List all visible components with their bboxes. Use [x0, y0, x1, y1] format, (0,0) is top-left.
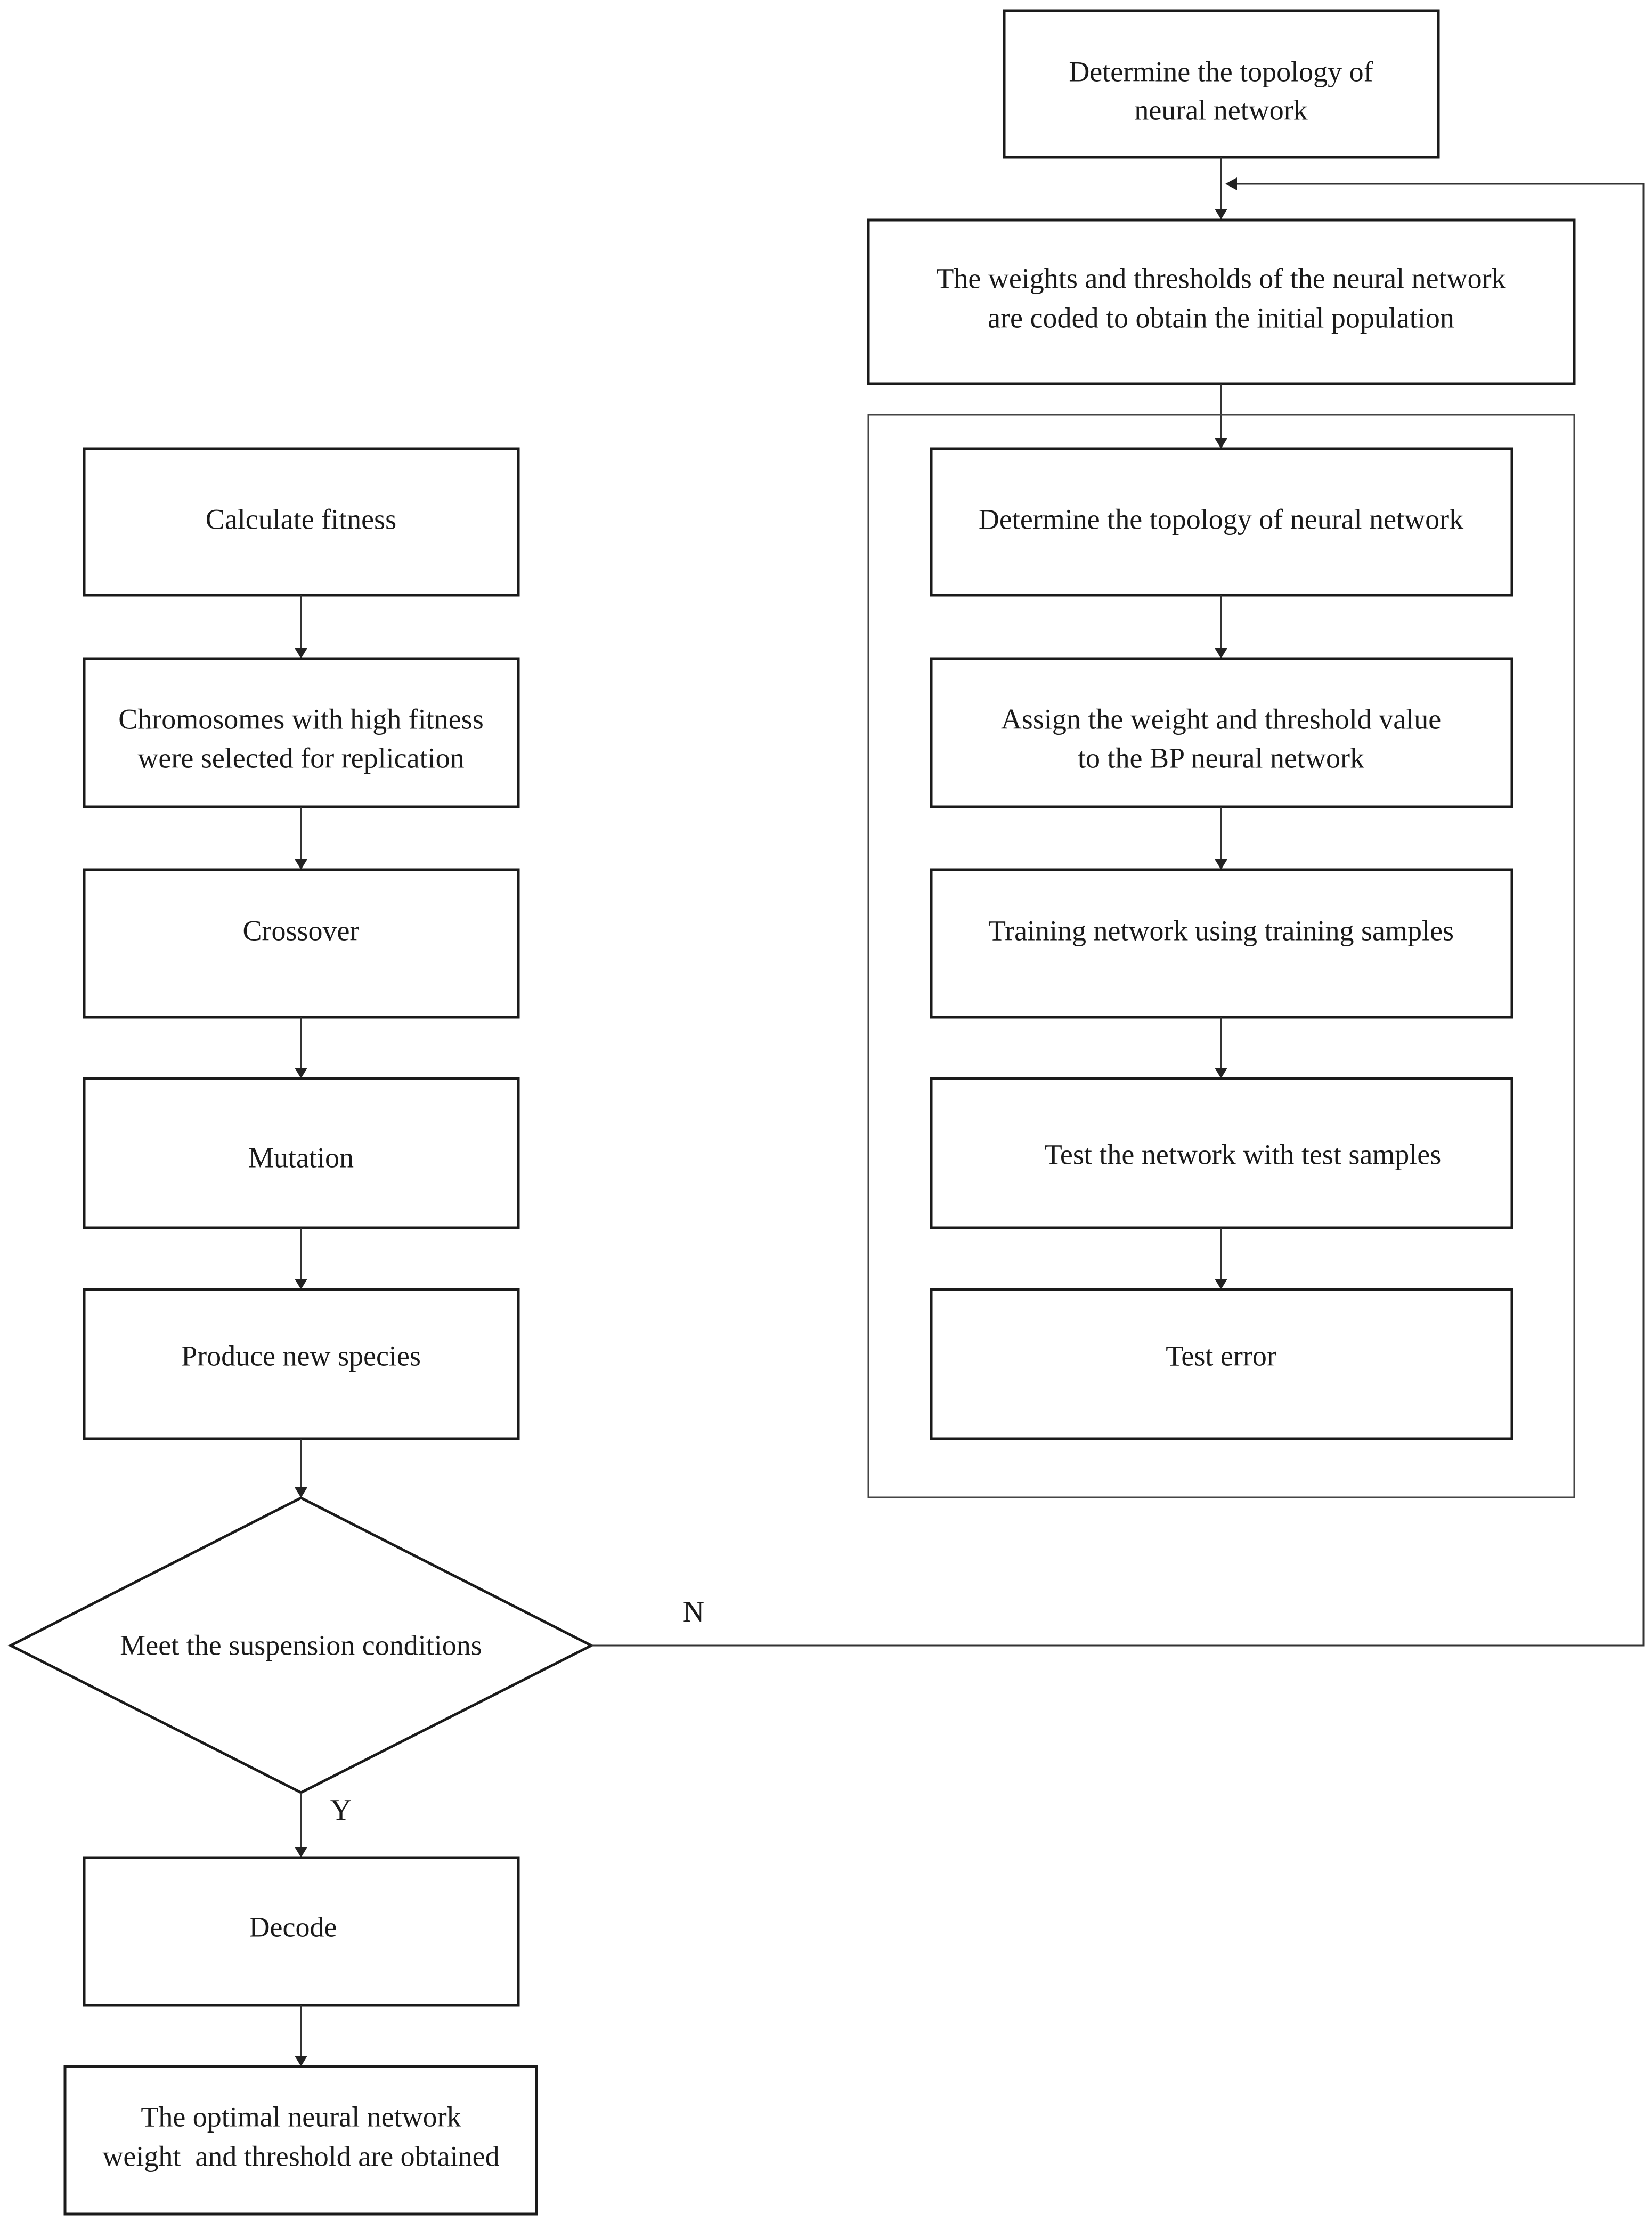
result-text-1: The optimal neural network: [141, 2101, 461, 2133]
result-box: [63, 2065, 538, 2216]
step-crossover-box: [83, 868, 520, 1019]
arrowhead: [1215, 209, 1227, 220]
inner-step-1-text: Determine the topology of neural network: [979, 503, 1463, 535]
result-text-2: weight and threshold are obtained: [102, 2140, 499, 2172]
step-selection-box: [83, 657, 520, 808]
step-selection-text-1: Chromosomes with high fitness: [118, 703, 484, 735]
step-mutation-text: Mutation: [248, 1141, 354, 1173]
no-loop-line: [591, 183, 1645, 1647]
arrowhead: [1215, 859, 1227, 870]
coding-box: [867, 218, 1576, 385]
step-new-species-box: [83, 1288, 520, 1440]
inner-step-5-box: [930, 1288, 1513, 1440]
arrowhead: [295, 1487, 307, 1498]
step-mutation-box: [83, 1077, 520, 1229]
decision-text: Meet the suspension conditions: [120, 1629, 482, 1661]
arrowhead: [1215, 438, 1227, 449]
arrowhead: [295, 1068, 307, 1079]
arrowhead: [1225, 177, 1237, 190]
inner-step-2-text-1: Assign the weight and threshold value: [1001, 703, 1441, 735]
coding-text-2: are coded to obtain the initial populati…: [988, 302, 1454, 334]
no-label: N: [683, 1595, 704, 1628]
decode-text: Decode: [249, 1911, 337, 1943]
inner-step-4-box: [930, 1077, 1513, 1229]
topology-box: [1003, 9, 1440, 159]
topology-text-1: Determine the topology of: [1069, 55, 1373, 87]
inner-step-2-box: [930, 657, 1513, 808]
decode-box: [83, 1856, 520, 2007]
yes-label: Y: [330, 1794, 352, 1827]
arrowhead: [295, 859, 307, 870]
step-calculate-fitness-box: [83, 447, 520, 597]
arrowhead: [295, 1847, 307, 1858]
topology-text-2: neural network: [1134, 94, 1307, 126]
arrowhead: [295, 1279, 307, 1290]
inner-step-5-text: Test error: [1166, 1340, 1276, 1372]
step-selection-text-2: were selected for replication: [137, 742, 464, 774]
step-crossover-text: Crossover: [243, 914, 360, 946]
arrowhead: [1215, 648, 1227, 659]
inner-step-4-text: Test the network with test samples: [1045, 1138, 1442, 1170]
arrowhead: [295, 648, 307, 659]
step-calculate-fitness-text: Calculate fitness: [206, 503, 396, 535]
inner-step-2-text-2: to the BP neural network: [1078, 742, 1364, 774]
arrowhead: [295, 2056, 307, 2066]
inner-step-3-text: Training network using training samples: [988, 914, 1454, 946]
inner-step-1-box: [930, 447, 1513, 597]
inner-step-3-box: [930, 868, 1513, 1019]
coding-text-1: The weights and thresholds of the neural…: [936, 262, 1505, 294]
arrowhead: [1215, 1279, 1227, 1290]
arrowhead: [1215, 1068, 1227, 1079]
bp-network-group: [867, 414, 1575, 1498]
step-new-species-text: Produce new species: [181, 1340, 421, 1372]
